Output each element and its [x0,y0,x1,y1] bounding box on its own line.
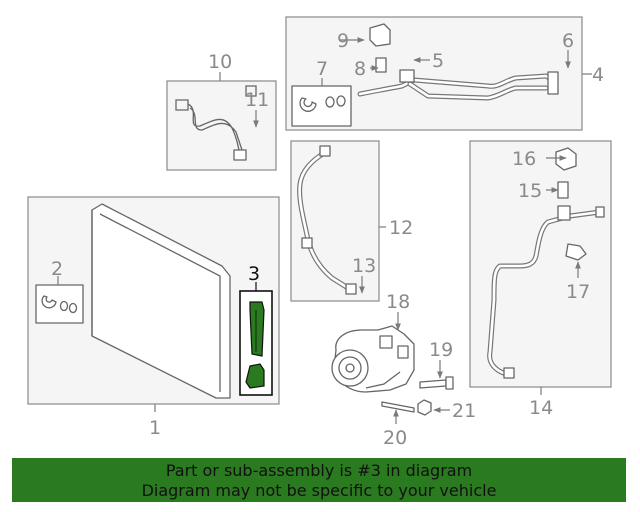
callout-1: 1 [149,417,161,439]
callout-9: 9 [337,30,349,52]
group-box-10[interactable] [166,72,277,171]
callout-15: 15 [518,180,542,202]
part-3-drier-highlight[interactable] [239,282,273,396]
callout-19: 19 [429,339,453,361]
group-box-4[interactable] [285,16,592,131]
callout-10: 10 [208,51,232,73]
group-box-12[interactable] [290,140,386,302]
callout-8: 8 [354,58,366,80]
banner-line-1: Part or sub-assembly is #3 in diagram [165,461,473,480]
callout-2: 2 [51,258,63,280]
callout-11: 11 [245,89,269,111]
callout-3: 3 [248,263,260,285]
compressor-assembly[interactable] [331,312,454,424]
callout-16: 16 [512,148,536,170]
banner-line-2: Diagram may not be specific to your vehi… [141,481,497,500]
callout-6: 6 [562,30,574,52]
callout-18: 18 [386,291,410,313]
callout-4: 4 [592,64,604,86]
callout-21: 21 [452,400,476,422]
callout-12: 12 [389,217,413,239]
group-box-14[interactable] [469,140,612,395]
group-box-1[interactable] [27,196,280,412]
callout-13: 13 [352,255,376,277]
callout-14: 14 [529,397,553,419]
callout-20: 20 [383,427,407,449]
callout-7: 7 [316,58,328,80]
part-notice-banner: Part or sub-assembly is #3 in diagram Di… [12,458,626,502]
callout-17: 17 [566,281,590,303]
callout-5: 5 [432,50,444,72]
